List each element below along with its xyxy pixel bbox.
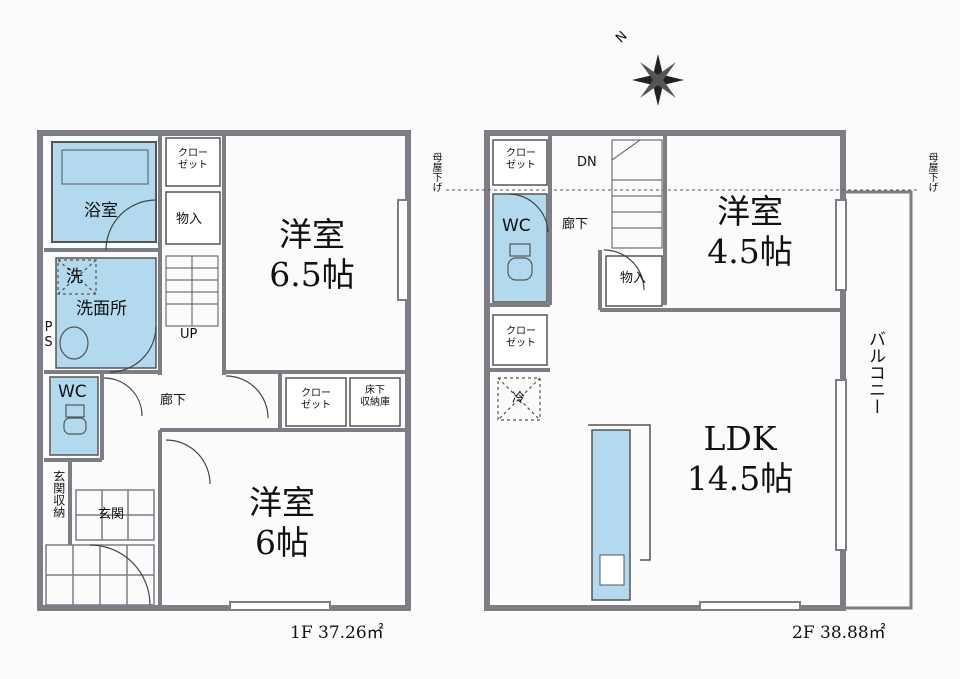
label-eaves-right: 母屋下げ xyxy=(926,152,937,192)
label-hallway-2f: 廊下 xyxy=(562,217,589,232)
label-closet-2f-b: クロー ゼット xyxy=(506,326,536,349)
label-storage-2f: 物入 xyxy=(620,271,647,286)
label-storage-1f: 物入 xyxy=(176,212,203,227)
label-wc-2f: WC xyxy=(502,216,531,236)
floor2-area: 2F 38.88㎡ xyxy=(792,623,886,643)
label-western-6-5: 洋室 xyxy=(279,215,345,254)
floor2-interior-walls xyxy=(490,133,843,372)
floor2-doors xyxy=(509,193,645,291)
stairs-1f xyxy=(165,255,219,327)
north-arrow xyxy=(632,54,684,106)
label-underfloor-storage: 床下 収納庫 xyxy=(360,385,390,408)
label-western-4-5-size: 4.5帖 xyxy=(707,232,793,271)
floor1-closets xyxy=(165,137,401,427)
label-hallway-1f: 廊下 xyxy=(160,393,187,408)
label-western-6-5-size: 6.5帖 xyxy=(269,255,355,294)
wc2-fill xyxy=(492,193,548,303)
floor1-fixtures xyxy=(57,259,97,435)
floor1-doors xyxy=(89,199,269,606)
label-closet-1f-b: クロー ゼット xyxy=(301,388,331,411)
label-genkan: 玄関 xyxy=(98,507,125,522)
label-wc-1f: WC xyxy=(58,382,87,402)
floor1-windows xyxy=(229,199,409,611)
fridge-space xyxy=(497,377,541,421)
label-ps: PS xyxy=(41,320,56,350)
entrance-tiles xyxy=(45,489,155,606)
label-wash-mark: 洗 xyxy=(66,267,83,287)
label-dn: DN xyxy=(577,155,597,170)
label-ldk-size: 14.5帖 xyxy=(686,459,794,498)
washroom-fill xyxy=(55,257,157,369)
floor1-interior-walls xyxy=(44,133,408,605)
label-western-6-size: 6帖 xyxy=(255,523,309,562)
label-balcony: バルコニー xyxy=(865,330,885,415)
label-western-6: 洋室 xyxy=(249,483,315,522)
floor2-windows xyxy=(699,199,847,611)
label-genkan-storage: 玄関収納 xyxy=(51,470,66,518)
bathtub-shape xyxy=(61,149,149,185)
label-closet-1f-a: クロー ゼット xyxy=(178,148,208,171)
stove xyxy=(599,554,625,586)
label-washroom: 洗面所 xyxy=(76,299,127,319)
label-fridge: 冷 xyxy=(512,391,526,406)
label-bath: 浴室 xyxy=(84,201,118,221)
label-ldk: LDK xyxy=(703,419,777,458)
wc2-fixture xyxy=(507,243,533,281)
wc1-fill xyxy=(49,376,99,456)
label-closet-2f-a: クロー ゼット xyxy=(506,148,536,171)
floor2-closets xyxy=(492,139,663,366)
floor1-area: 1F 37.26㎡ xyxy=(290,623,384,643)
label-up: UP xyxy=(180,327,198,342)
label-western-4-5: 洋室 xyxy=(717,192,783,231)
counter-wall xyxy=(588,424,651,561)
label-eaves-left: 母屋下げ xyxy=(430,152,441,192)
stairs-2f xyxy=(611,139,663,249)
